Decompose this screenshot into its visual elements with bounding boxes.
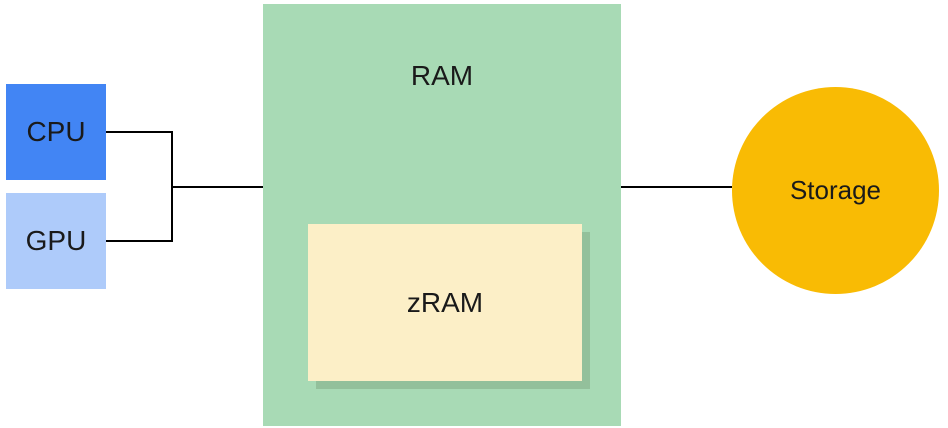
cpu-block: CPU [6, 84, 106, 180]
cpu-label: CPU [26, 116, 86, 147]
ram-label: RAM [410, 60, 474, 91]
gpu-block: GPU [6, 193, 106, 289]
storage-label: Storage [789, 175, 882, 205]
zram-block: zRAM [308, 224, 582, 381]
gpu-label: GPU [25, 225, 87, 256]
zram-label: zRAM [406, 286, 484, 318]
storage-node: Storage [732, 87, 939, 294]
